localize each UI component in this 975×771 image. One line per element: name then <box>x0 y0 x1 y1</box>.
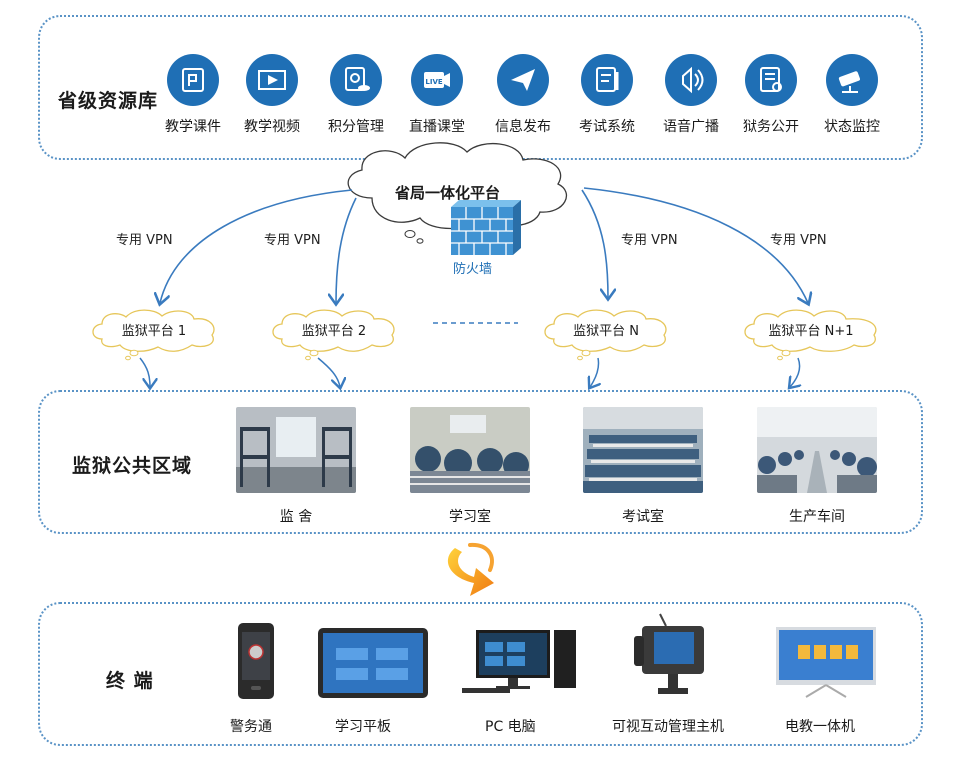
device-label-interactive-host: 可视互动管理主机 <box>612 719 724 735</box>
camera-icon <box>826 54 878 106</box>
points-management-icon <box>330 54 382 106</box>
resource-label: 狱务公开 <box>743 119 799 135</box>
svg-text:LIVE: LIVE <box>425 78 442 86</box>
place-label-dormitory: 监 舍 <box>279 509 313 525</box>
prison-platform-label: 监狱平台 1 <box>121 324 187 339</box>
prison-platform-label: 监狱平台 N+1 <box>768 324 854 339</box>
pc-computer-device <box>460 628 580 700</box>
paper-plane-icon <box>497 54 549 106</box>
resource-item: 信息发布 <box>483 54 563 136</box>
resource-label: 状态监控 <box>824 119 880 135</box>
resource-item: 状态监控 <box>812 54 892 136</box>
prison-platform-cloud: 监狱平台 2 <box>268 305 400 361</box>
study-tablet-device <box>318 628 428 702</box>
prison-platform-label: 监狱平台 2 <box>301 324 367 339</box>
resource-label: 直播课堂 <box>409 119 465 135</box>
prison-platform-cloud: 监狱平台 1 <box>88 305 220 361</box>
teaching-all-in-one-device <box>776 627 876 703</box>
prison-platform-cloud: 监狱平台 N <box>540 305 672 361</box>
courseware-icon <box>167 54 219 106</box>
firewall-label: 防火墙 <box>453 262 493 277</box>
resource-label: 教学课件 <box>165 119 221 135</box>
exam-icon <box>581 54 633 106</box>
resource-label: 语音广播 <box>663 119 719 135</box>
vpn-label-2: 专用 VPN <box>264 233 321 248</box>
study-room-photo <box>410 407 530 493</box>
resource-item: 狱务公开 <box>731 54 811 136</box>
resource-label: 教学视频 <box>244 119 300 135</box>
vpn-label-3: 专用 VPN <box>621 233 678 248</box>
firewall-icon <box>451 200 521 255</box>
place-label-exam-room: 考试室 <box>622 509 664 525</box>
vpn-arrows <box>160 187 808 303</box>
resource-library-title: 省级资源库 <box>58 90 159 112</box>
dormitory-photo <box>236 407 356 493</box>
public-area-panel <box>38 390 923 534</box>
police-phone-device <box>237 622 275 704</box>
terminals-title: 终 端 <box>106 670 154 692</box>
resource-label: 积分管理 <box>328 119 384 135</box>
broadcast-icon <box>665 54 717 106</box>
device-label-police-phone: 警务通 <box>230 719 272 735</box>
resource-item: 教学视频 <box>232 54 312 136</box>
resource-label: 考试系统 <box>579 119 635 135</box>
resource-item: 语音广播 <box>651 54 731 136</box>
document-icon <box>745 54 797 106</box>
resource-label: 信息发布 <box>495 119 551 135</box>
live-icon: LIVE <box>411 54 463 106</box>
public-area-title: 监狱公共区域 <box>72 455 193 477</box>
device-label-tablet: 学习平板 <box>335 719 391 735</box>
resource-item: LIVE 直播课堂 <box>397 54 477 136</box>
prison-platform-label: 监狱平台 N <box>573 324 639 339</box>
place-label-study-room: 学习室 <box>449 509 491 525</box>
interactive-host-device <box>632 612 712 702</box>
platform-to-area-arrows <box>139 357 800 387</box>
exam-room-photo <box>583 407 703 493</box>
vpn-label-4: 专用 VPN <box>770 233 827 248</box>
workshop-photo <box>757 407 877 493</box>
resource-item: 教学课件 <box>153 54 233 136</box>
down-arrow-icon <box>447 542 494 596</box>
device-label-pc: PC 电脑 <box>485 719 536 735</box>
video-icon <box>246 54 298 106</box>
resource-item: 考试系统 <box>567 54 647 136</box>
terminals-panel <box>38 602 923 746</box>
resource-item: 积分管理 <box>316 54 396 136</box>
vpn-label-1: 专用 VPN <box>116 233 173 248</box>
place-label-workshop: 生产车间 <box>789 509 845 525</box>
platform-title: 省局一体化平台 <box>395 184 501 202</box>
prison-platform-cloud: 监狱平台 N+1 <box>740 305 882 361</box>
device-label-all-in-one: 电教一体机 <box>785 719 855 735</box>
